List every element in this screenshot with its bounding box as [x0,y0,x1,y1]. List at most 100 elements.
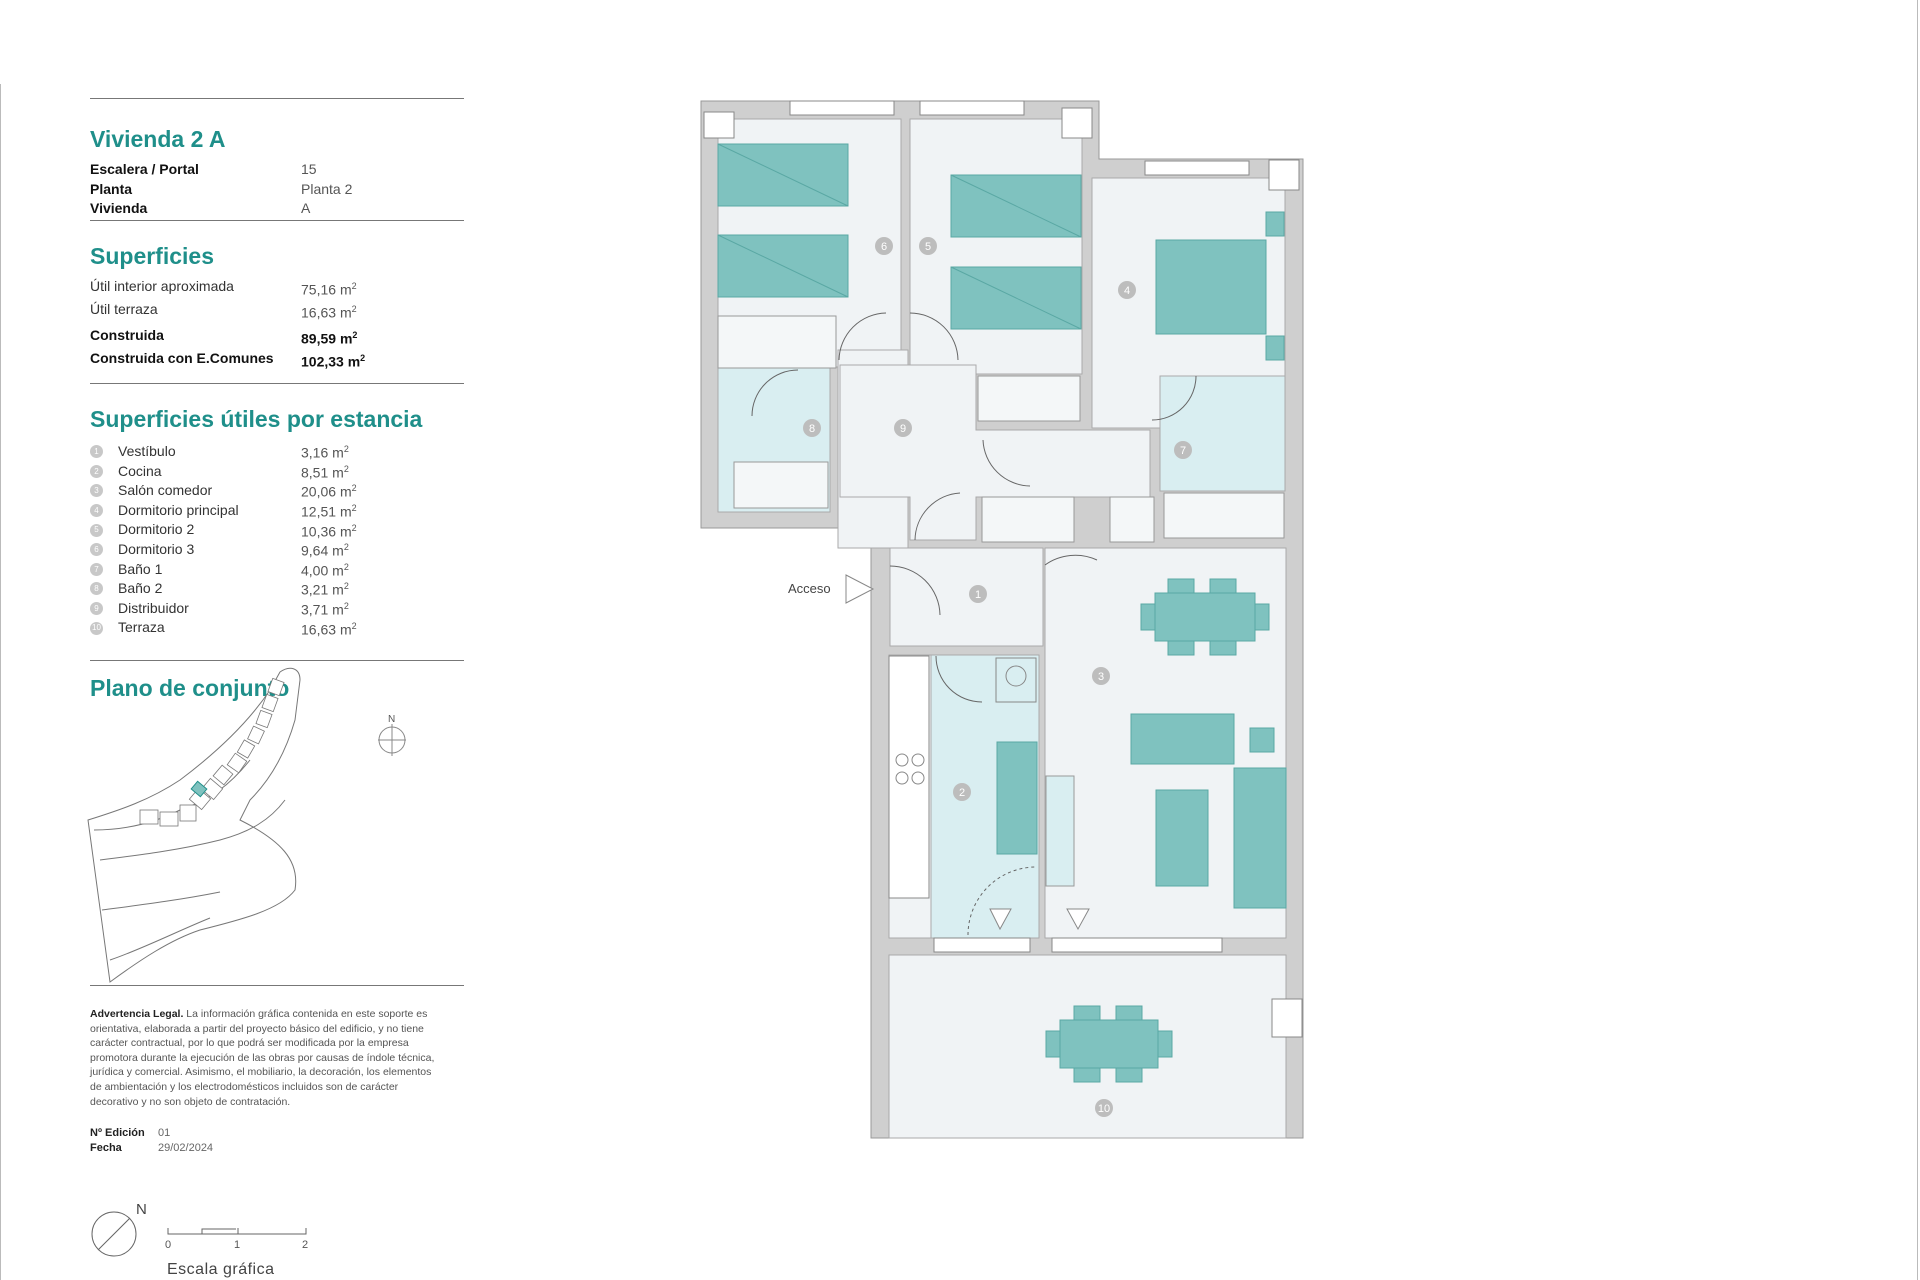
unit: m [339,484,352,501]
site-building [255,709,273,729]
unit: m [339,304,352,321]
fridge [995,657,1037,703]
unit: m [339,281,352,298]
unit-exp: 2 [351,522,357,533]
divider [90,98,464,99]
room-number-marker [1095,1099,1113,1117]
site-road [99,799,286,861]
room-number-marker [919,237,937,255]
unit: m [332,582,344,599]
site-compass [378,724,406,756]
chair [1115,1005,1143,1021]
door-swing [914,492,961,541]
surface-value: 89,59 [301,330,337,347]
wardrobe [977,375,1081,422]
scale-tick: 2 [302,1239,308,1251]
unit-exp: 2 [343,444,349,455]
north-compass-needle [97,1217,131,1251]
unit: m [332,464,344,481]
site-road [109,917,211,961]
chair [1115,1067,1143,1083]
room-number-label: 4 [1124,285,1130,297]
hob-burner [895,753,909,767]
site-building [139,809,159,825]
scale-tick: 1 [234,1239,240,1251]
surface-value: 75,16 [301,281,337,298]
door-swing [751,369,799,417]
chair [1073,1067,1101,1083]
chair [1073,1005,1101,1021]
nightstand [1265,211,1285,237]
room-name: Distribuidor [118,599,189,616]
room-name: Salón comedor [118,482,213,499]
door-swing [935,655,983,703]
sliding-door [967,866,1037,936]
page-frame-left [0,84,1,1280]
sofa [1233,767,1287,909]
room-number-badge: 5 [90,523,103,537]
room-number-marker [953,783,971,801]
unit-exp: 2 [343,463,349,474]
window [789,100,895,116]
window [933,937,1031,953]
room-number-marker [875,237,893,255]
scale-segment [167,1228,239,1235]
bed-fold-line [950,174,1082,238]
column [1061,107,1093,139]
chair [1045,1030,1061,1058]
window [919,100,1025,116]
site-north-label: N [388,714,395,725]
scale-segment [238,1228,307,1235]
scale-segment [201,1228,236,1234]
room-bathroom-1 [1159,375,1286,492]
room-name: Baño 1 [118,560,163,577]
site-building [200,777,224,801]
room-name: Dormitorio 3 [118,541,195,558]
column [1268,159,1300,191]
detail-value: Planta 2 [301,180,353,197]
unit-exp: 2 [351,483,357,494]
room-name: Cocina [118,462,162,479]
room-number-marker [1118,281,1136,299]
wardrobe [717,315,837,369]
scale-caption: Escala gráfica [167,1261,275,1278]
shower [733,461,829,509]
legal-notice: Advertencia Legal. La información gráfic… [90,1007,440,1109]
kitchen-table [996,741,1038,855]
chair [1140,603,1156,631]
unit: m [339,621,352,638]
north-compass-ring [91,1211,137,1257]
room-name: Vestíbulo [118,443,176,460]
door-swing [1044,554,1098,566]
door-swing [889,565,941,616]
scale-block: N 0 1 2 [91,1201,308,1257]
room-vestibule [889,547,1044,647]
surface-value: 102,33 [301,353,344,370]
unit-exp: 2 [351,620,357,631]
window [1051,937,1223,953]
room-number-badge: 6 [90,543,103,557]
unit-exp: 2 [343,561,349,572]
room-area: 4,00 [301,562,329,579]
room-name: Dormitorio 2 [118,521,195,538]
side-table [1249,727,1275,753]
detail-label: Vivienda [90,200,148,216]
divider [90,383,464,384]
detail-label: Planta [90,180,133,197]
site-plan: N [87,667,406,983]
chair [1254,603,1270,631]
site-building [179,804,197,822]
divider [90,220,464,221]
unit-exp: 2 [343,600,349,611]
